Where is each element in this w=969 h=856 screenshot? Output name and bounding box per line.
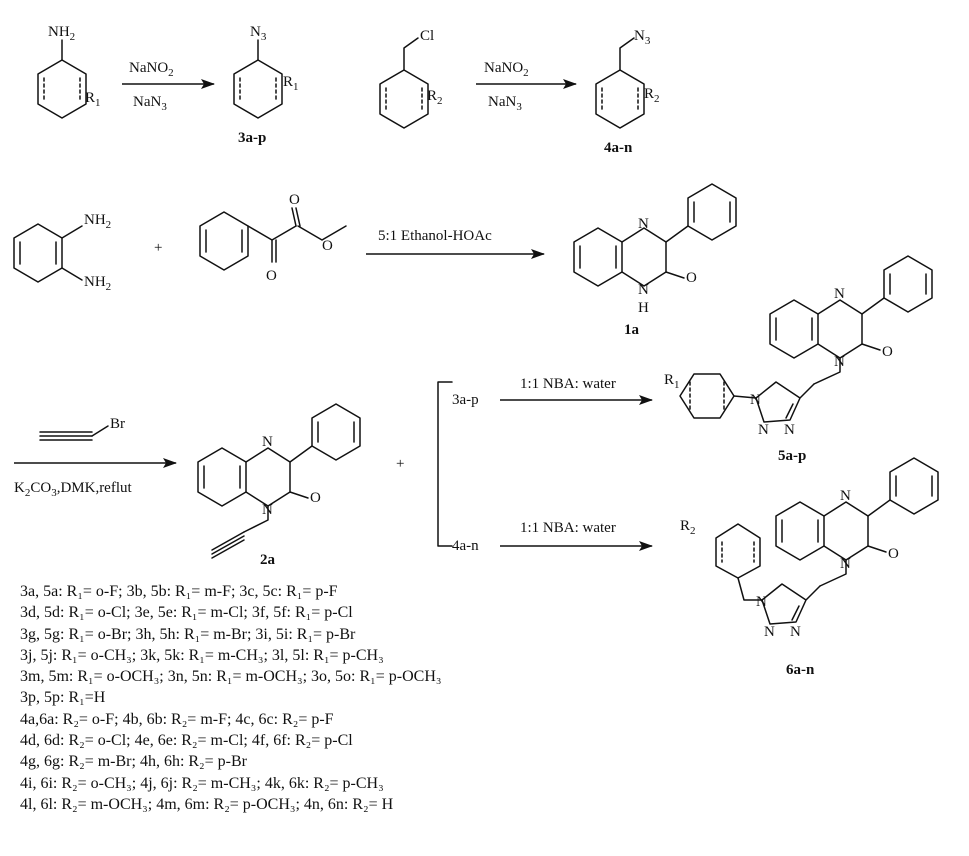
svg-text:O: O (266, 268, 277, 284)
quinoxalinone-1a-structure: N N H O 1a (573, 183, 737, 338)
svg-text:R2: R2 (427, 88, 443, 107)
svg-text:N: N (758, 422, 769, 438)
substituent-legend: 3a, 5a: R₁= o-F; 3b, 5b: R₁= m-F; 3c, 5c… (20, 581, 441, 815)
svg-text:O: O (888, 546, 899, 562)
svg-text:R2: R2 (644, 86, 660, 105)
legend-line: 4l, 6l: R₂= m-OCH₃; 4m, 6m: R₂= p-OCH₃; … (20, 795, 394, 813)
reaction5a-arrow: 1:1 NBA: water (500, 376, 653, 405)
legend-line: 4a,6a: R₂= o-F; 4b, 6b: R₂= m-F; 4c, 6c:… (20, 710, 334, 728)
svg-text:1:1 NBA: water: 1:1 NBA: water (520, 520, 616, 536)
svg-text:O: O (310, 490, 321, 506)
methyl-benzoylformate-structure: O O O (199, 192, 347, 284)
branch-bracket: 3a-p 4a-n (437, 381, 479, 554)
legend-line: 3p, 5p: R₁=H (20, 689, 106, 707)
svg-text:N: N (840, 556, 851, 572)
triazole-product-6a-n-structure: N N O N N N R2 6a-n (680, 457, 939, 678)
o-phenylenediamine-structure: NH2 NH2 (13, 212, 111, 293)
svg-text:Br: Br (110, 416, 125, 432)
legend-line: 3g, 5g: R₁= o-Br; 3h, 5h: R₁= m-Br; 3i, … (20, 625, 356, 643)
svg-text:NaNO2: NaNO2 (129, 60, 174, 79)
svg-text:H: H (638, 300, 649, 316)
svg-text:N: N (790, 624, 801, 640)
svg-text:N: N (638, 216, 649, 232)
reaction3-arrow: 5:1 Ethanol-HOAc (366, 228, 545, 259)
svg-text:NH2: NH2 (84, 274, 111, 293)
svg-text:R1: R1 (664, 372, 680, 391)
legend-line: 4g, 6g: R₂= m-Br; 4h, 6h: R₂= p-Br (20, 753, 247, 771)
svg-text:N: N (840, 488, 851, 504)
legend-line: 3a, 5a: R₁= o-F; 3b, 5b: R₁= m-F; 3c, 5c… (20, 583, 338, 600)
label-4a-n: 4a-n (604, 140, 633, 156)
svg-text:N: N (784, 422, 795, 438)
svg-text:O: O (686, 270, 697, 286)
propargyl-quinoxalinone-2a-structure: N N O 2a (197, 403, 361, 568)
svg-text:R2: R2 (680, 518, 696, 537)
svg-text:N: N (756, 594, 767, 610)
propargyl-bromide-structure: Br (39, 416, 125, 441)
svg-text:NH2: NH2 (84, 212, 111, 231)
svg-text:1:1 NBA: water: 1:1 NBA: water (520, 376, 616, 392)
svg-text:5:1 Ethanol-HOAc: 5:1 Ethanol-HOAc (378, 228, 492, 244)
aryl-azide-structure: N3 R1 3a-p (233, 24, 299, 146)
svg-text:3a-p: 3a-p (452, 392, 479, 408)
svg-text:N3: N3 (634, 28, 651, 47)
reaction1-arrow: NaNO2 NaN3 (122, 60, 215, 113)
svg-text:NaN3: NaN3 (488, 94, 522, 113)
benzyl-chloride-structure: Cl R2 (379, 28, 443, 129)
svg-text:N: N (764, 624, 775, 640)
svg-text:N: N (834, 354, 845, 370)
aniline-structure: NH2 R1 (37, 24, 101, 119)
svg-text:N: N (834, 286, 845, 302)
svg-text:R1: R1 (283, 74, 299, 93)
svg-text:K2CO3,DMK,reflut: K2CO3,DMK,reflut (14, 480, 133, 499)
svg-text:O: O (322, 238, 333, 254)
svg-text:N: N (262, 502, 273, 518)
svg-text:NH2: NH2 (48, 24, 75, 43)
legend-line: 4d, 6d: R₂= o-Cl; 4e, 6e: R₂= m-Cl; 4f, … (20, 732, 353, 750)
triazole-product-5a-p-structure: N N O N N N R1 5a-p (664, 255, 933, 464)
plus-sign-1: + (154, 240, 162, 256)
legend-line: 3m, 5m: R₁= o-OCH₃; 3n, 5n: R₁= m-OCH₃; … (20, 668, 442, 686)
benzyl-azide-structure: N3 R2 4a-n (595, 28, 660, 156)
legend-line: 3d, 5d: R₁= o-Cl; 3e, 5e: R₁= m-Cl; 3f, … (20, 604, 353, 622)
label-6a-n: 6a-n (786, 662, 815, 678)
svg-text:N: N (638, 282, 649, 298)
svg-text:NaNO2: NaNO2 (484, 60, 529, 79)
svg-text:N3: N3 (250, 24, 267, 43)
svg-text:Cl: Cl (420, 28, 434, 44)
svg-text:NaN3: NaN3 (133, 94, 167, 113)
legend-line: 3j, 5j: R₁= o-CH₃; 3k, 5k: R₁= m-CH₃; 3l… (20, 646, 384, 664)
label-5a-p: 5a-p (778, 448, 806, 464)
plus-sign-2: + (396, 456, 404, 472)
svg-text:O: O (882, 344, 893, 360)
reaction5b-arrow: 1:1 NBA: water (500, 520, 653, 551)
reaction4-arrow: K2CO3,DMK,reflut (14, 458, 177, 499)
svg-text:R1: R1 (85, 90, 101, 109)
legend-line: 4i, 6i: R₂= o-CH₃; 4j, 6j: R₂= m-CH₃; 4k… (20, 774, 384, 792)
svg-text:O: O (289, 192, 300, 208)
label-3a-p: 3a-p (238, 130, 266, 146)
label-2a: 2a (260, 552, 276, 568)
reaction2-arrow: NaNO2 NaN3 (476, 60, 577, 113)
svg-text:N: N (750, 392, 761, 408)
svg-text:4a-n: 4a-n (452, 538, 479, 554)
label-1a: 1a (624, 322, 640, 338)
svg-text:N: N (262, 434, 273, 450)
